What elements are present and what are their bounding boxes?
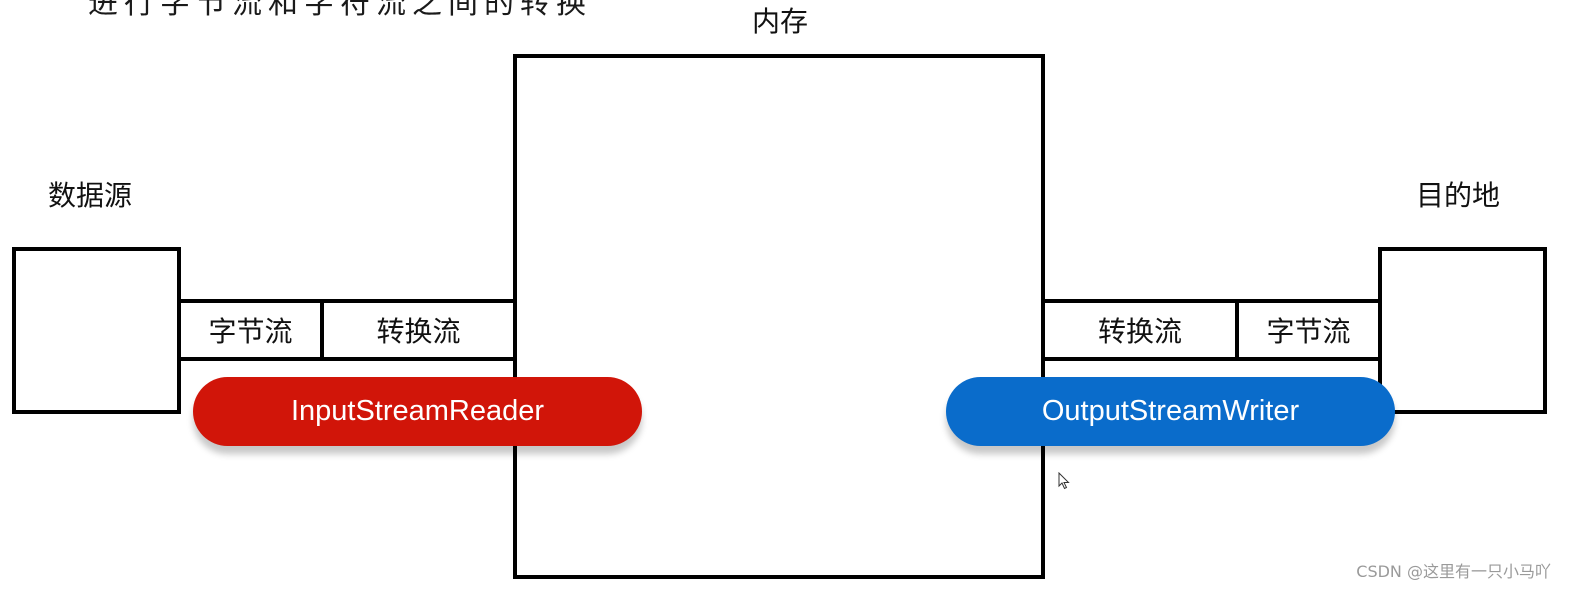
source-label: 数据源 bbox=[48, 179, 133, 212]
destination-label: 目的地 bbox=[1416, 179, 1501, 212]
input-byte-stream-cell: 字节流 bbox=[177, 299, 324, 361]
output-byte-stream-label: 字节流 bbox=[1266, 315, 1351, 348]
memory-box bbox=[513, 54, 1045, 579]
top-cut-text: 进行字节流和字符流之间的转换 bbox=[88, 0, 592, 21]
source-box bbox=[12, 247, 181, 414]
mouse-cursor-icon bbox=[1058, 472, 1070, 490]
memory-label: 内存 bbox=[752, 5, 809, 38]
input-stream-reader-pill: InputStreamReader bbox=[193, 377, 642, 446]
destination-box bbox=[1378, 247, 1547, 414]
output-stream-writer-pill: OutputStreamWriter bbox=[946, 377, 1395, 446]
input-byte-stream-label: 字节流 bbox=[208, 315, 293, 348]
watermark: CSDN @这里有一只小马吖 bbox=[1356, 562, 1551, 581]
output-conversion-stream-cell: 转换流 bbox=[1041, 299, 1239, 361]
output-stream-writer-label: OutputStreamWriter bbox=[1041, 395, 1300, 427]
input-conversion-stream-cell: 转换流 bbox=[320, 299, 517, 361]
output-byte-stream-cell: 字节流 bbox=[1235, 299, 1382, 361]
input-stream-reader-label: InputStreamReader bbox=[290, 395, 545, 427]
input-conversion-stream-label: 转换流 bbox=[376, 315, 461, 348]
output-conversion-stream-label: 转换流 bbox=[1097, 315, 1182, 348]
